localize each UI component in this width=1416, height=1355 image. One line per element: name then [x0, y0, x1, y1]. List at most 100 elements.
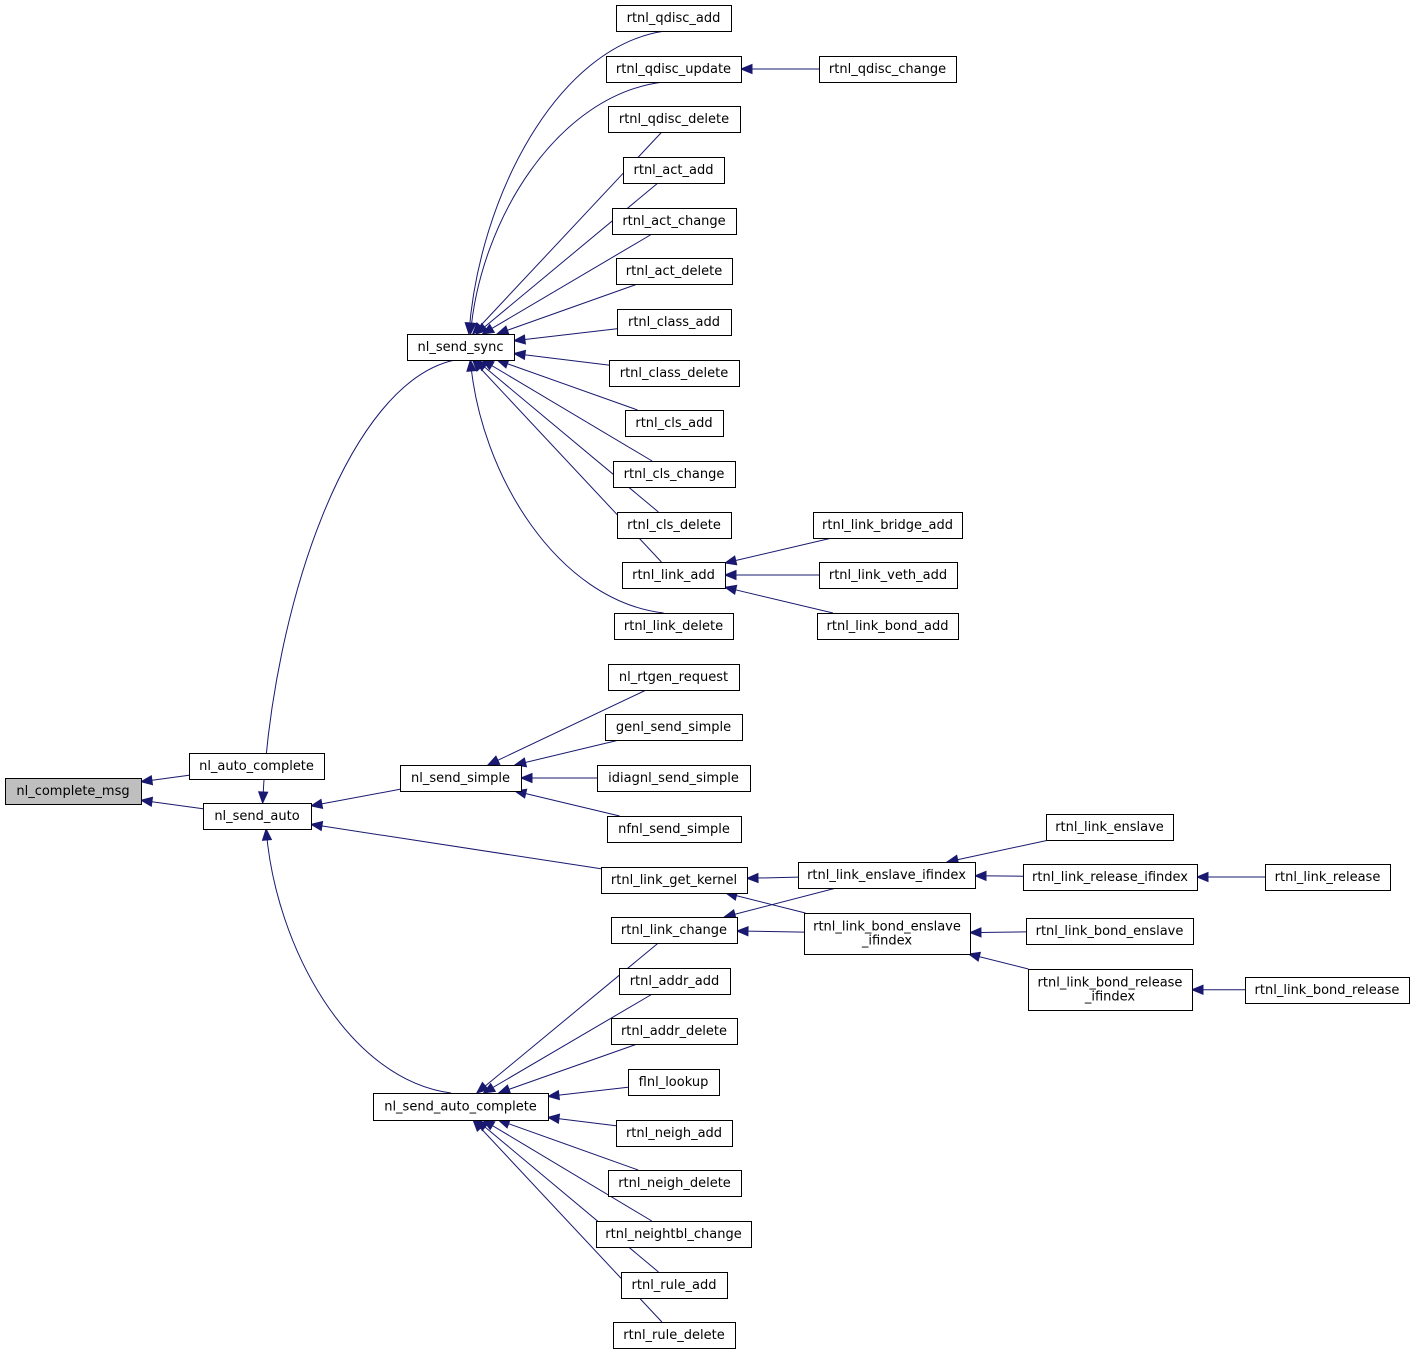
- node-label: rtnl_cls_change: [624, 467, 725, 482]
- node-rtnl_rule_delete[interactable]: rtnl_rule_delete: [613, 1322, 736, 1349]
- edge-rtnl_link_delete-to-nl_send_sync: [469, 359, 664, 614]
- node-nl_send_simple[interactable]: nl_send_simple: [400, 765, 522, 792]
- arrowhead-nl_auto_complete-to-nl_complete_msg: [139, 774, 154, 786]
- edge-rtnl_class_delete-to-nl_send_sync: [513, 353, 610, 366]
- node-label: rtnl_neigh_add: [626, 1126, 722, 1141]
- arrowhead-rtnl_act_delete-to-nl_send_sync: [495, 325, 510, 336]
- node-label: rtnl_act_add: [634, 163, 714, 178]
- edge-rtnl_addr_delete-to-nl_send_auto_complete: [498, 1043, 638, 1094]
- node-box: [1028, 969, 1193, 1011]
- node-rtnl_class_delete[interactable]: rtnl_class_delete: [609, 360, 740, 387]
- arrowhead-rtnl_link_release_ifindex-to-rtnl_link_enslave_ifindex: [973, 870, 987, 882]
- node-box: [614, 613, 734, 640]
- node-label: idiagnl_send_simple: [608, 771, 739, 786]
- node-rtnl_act_delete[interactable]: rtnl_act_delete: [616, 258, 733, 285]
- node-box: [1046, 814, 1174, 841]
- node-rtnl_rule_add[interactable]: rtnl_rule_add: [621, 1272, 728, 1299]
- edge-rtnl_link_enslave-to-rtnl_link_enslave_ifindex: [946, 839, 1050, 863]
- arrowhead-flnl_lookup-to-nl_send_auto_complete: [546, 1089, 560, 1101]
- node-rtnl_cls_change[interactable]: rtnl_cls_change: [613, 461, 736, 488]
- node-rtnl_link_bridge_add[interactable]: rtnl_link_bridge_add: [813, 512, 963, 539]
- node-label: rtnl_class_delete: [620, 366, 729, 381]
- node-box: [623, 157, 725, 184]
- node-label: rtnl_cls_add: [635, 416, 712, 431]
- edge-rtnl_neigh_delete-to-nl_send_auto_complete: [498, 1119, 639, 1171]
- node-box: [613, 1322, 736, 1349]
- node-label: rtnl_link_bond_enslave: [1036, 924, 1184, 939]
- node-nl_complete_msg[interactable]: nl_complete_msg: [5, 778, 142, 805]
- node-rtnl_link_enslave[interactable]: rtnl_link_enslave: [1046, 814, 1174, 841]
- node-rtnl_link_bond_add[interactable]: rtnl_link_bond_add: [817, 613, 959, 640]
- node-rtnl_addr_add[interactable]: rtnl_addr_add: [619, 968, 731, 995]
- node-label: rtnl_link_get_kernel: [611, 873, 737, 888]
- node-label: rtnl_class_add: [628, 315, 720, 330]
- node-label: rtnl_link_add: [632, 568, 715, 583]
- node-rtnl_neigh_add[interactable]: rtnl_neigh_add: [616, 1120, 733, 1147]
- node-rtnl_link_release_ifindex[interactable]: rtnl_link_release_ifindex: [1023, 864, 1198, 891]
- node-box: [1023, 864, 1198, 891]
- arrowhead-rtnl_addr_add-to-nl_send_auto_complete: [482, 1082, 497, 1094]
- node-rtnl_neightbl_change[interactable]: rtnl_neightbl_change: [596, 1221, 752, 1248]
- node-rtnl_neigh_delete[interactable]: rtnl_neigh_delete: [608, 1170, 742, 1197]
- arrowhead-rtnl_link_enslave_ifindex-to-rtnl_link_get_kernel: [745, 872, 759, 884]
- node-rtnl_link_bond_enslave_ifindex[interactable]: rtnl_link_bond_enslave_ifindex: [804, 913, 971, 955]
- node-label: rtnl_link_bond_add: [827, 619, 949, 634]
- node-label: rtnl_link_delete: [624, 619, 723, 634]
- node-rtnl_link_change[interactable]: rtnl_link_change: [611, 917, 738, 944]
- node-box: [621, 1272, 728, 1299]
- node-rtnl_addr_delete[interactable]: rtnl_addr_delete: [611, 1018, 738, 1045]
- node-rtnl_qdisc_update[interactable]: rtnl_qdisc_update: [606, 56, 742, 83]
- node-nl_send_auto_complete[interactable]: nl_send_auto_complete: [373, 1093, 549, 1121]
- node-idiagnl_send_simple[interactable]: idiagnl_send_simple: [597, 765, 751, 792]
- node-rtnl_link_bond_release[interactable]: rtnl_link_bond_release: [1245, 977, 1410, 1004]
- node-box: [5, 778, 142, 805]
- edge-rtnl_link_enslave_ifindex-to-rtnl_link_change: [724, 887, 837, 918]
- node-label: flnl_lookup: [639, 1075, 709, 1090]
- node-rtnl_qdisc_change[interactable]: rtnl_qdisc_change: [819, 56, 957, 83]
- node-genl_send_simple[interactable]: genl_send_simple: [605, 714, 743, 741]
- edge-rtnl_link_bond_enslave_ifindex-to-rtnl_link_get_kernel: [725, 892, 806, 914]
- node-label: genl_send_simple: [616, 720, 731, 735]
- node-nfnl_send_simple[interactable]: nfnl_send_simple: [607, 816, 742, 843]
- node-rtnl_qdisc_add[interactable]: rtnl_qdisc_add: [616, 5, 732, 32]
- node-label: nl_complete_msg: [16, 784, 129, 799]
- node-box: [619, 968, 731, 995]
- node-label: rtnl_link_veth_add: [829, 568, 947, 583]
- node-rtnl_link_delete[interactable]: rtnl_link_delete: [614, 613, 734, 640]
- node-rtnl_cls_add[interactable]: rtnl_cls_add: [625, 410, 724, 437]
- edge-nl_rtgen_request-to-nl_send_simple: [487, 689, 647, 766]
- node-box: [616, 5, 732, 32]
- node-rtnl_link_bond_release_ifindex[interactable]: rtnl_link_bond_release_ifindex: [1028, 969, 1193, 1011]
- arrowhead-nl_send_sync-to-nl_send_auto: [257, 791, 269, 805]
- edge-genl_send_simple-to-nl_send_simple: [514, 739, 620, 766]
- node-label: rtnl_link_bond_release: [1255, 983, 1400, 998]
- arrowhead-nl_rtgen_request-to-nl_send_simple: [486, 755, 501, 766]
- edge-rtnl_link_get_kernel-to-nl_send_auto: [310, 823, 602, 870]
- node-rtnl_act_change[interactable]: rtnl_act_change: [612, 208, 737, 235]
- node-nl_rtgen_request[interactable]: nl_rtgen_request: [608, 664, 740, 691]
- node-nl_auto_complete[interactable]: nl_auto_complete: [189, 753, 325, 780]
- node-label: nfnl_send_simple: [618, 822, 730, 837]
- node-flnl_lookup[interactable]: flnl_lookup: [628, 1069, 720, 1096]
- node-label: rtnl_link_release_ifindex: [1032, 870, 1188, 885]
- node-rtnl_link_get_kernel[interactable]: rtnl_link_get_kernel: [601, 867, 748, 894]
- node-box: [407, 334, 515, 361]
- node-nl_send_auto[interactable]: nl_send_auto: [203, 803, 312, 830]
- node-label: rtnl_act_change: [622, 214, 725, 229]
- node-label: nl_send_sync: [418, 340, 504, 355]
- node-rtnl_link_add[interactable]: rtnl_link_add: [622, 562, 726, 589]
- node-rtnl_cls_delete[interactable]: rtnl_cls_delete: [617, 512, 732, 539]
- node-rtnl_qdisc_delete[interactable]: rtnl_qdisc_delete: [608, 106, 741, 133]
- node-rtnl_class_add[interactable]: rtnl_class_add: [617, 309, 732, 336]
- node-label: rtnl_qdisc_change: [829, 62, 946, 77]
- node-rtnl_link_enslave_ifindex[interactable]: rtnl_link_enslave_ifindex: [798, 862, 976, 889]
- node-rtnl_act_add[interactable]: rtnl_act_add: [623, 157, 725, 184]
- node-label: rtnl_cls_delete: [627, 518, 721, 533]
- node-rtnl_link_release[interactable]: rtnl_link_release: [1265, 864, 1391, 891]
- node-label: rtnl_neigh_delete: [618, 1176, 731, 1191]
- node-nl_send_sync[interactable]: nl_send_sync: [407, 334, 515, 361]
- edge-nl_send_simple-to-nl_send_auto: [310, 788, 401, 807]
- edge-nl_send_sync-to-nl_send_auto: [262, 359, 456, 804]
- node-rtnl_link_veth_add[interactable]: rtnl_link_veth_add: [819, 562, 958, 589]
- node-rtnl_link_bond_enslave[interactable]: rtnl_link_bond_enslave: [1026, 918, 1194, 945]
